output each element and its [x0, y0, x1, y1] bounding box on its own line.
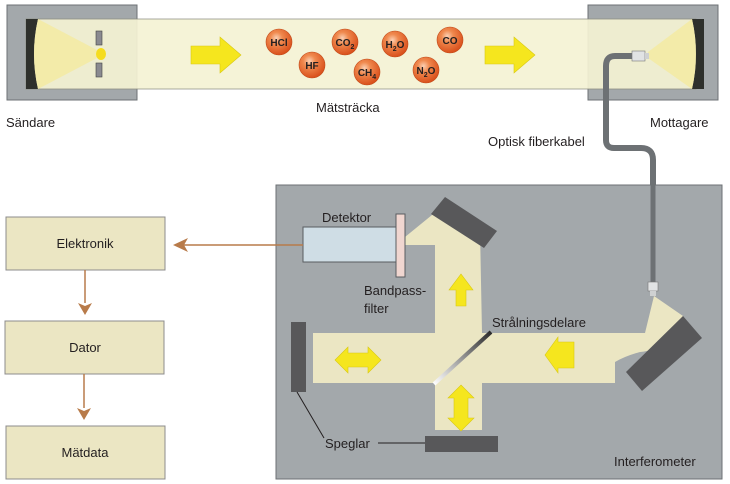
bandpass-label-line2: filter: [364, 301, 389, 316]
box-matdata-label: Mätdata: [62, 445, 110, 460]
gas-molecule: HCl: [265, 28, 293, 56]
fiber-tip-receiver: [645, 53, 649, 59]
detector-label: Detektor: [322, 210, 372, 225]
gas-ball: [353, 58, 381, 86]
sender-label: Sändare: [6, 115, 55, 130]
gas-molecule: CO2: [331, 28, 359, 56]
flow-arrowhead-2: [77, 408, 91, 420]
gas-ball: [331, 28, 359, 56]
beam-direction-arrow-1: [190, 36, 242, 74]
gas-formula: HCl: [270, 38, 287, 49]
fixed-mirror-left: [291, 322, 306, 392]
measurement-beam: [25, 18, 697, 90]
light-source-icon: [96, 48, 106, 60]
gas-ball: [381, 30, 409, 58]
mirrors-label: Speglar: [325, 436, 370, 451]
gas-molecule: HF: [298, 51, 326, 79]
beam-splitter: [432, 330, 493, 386]
gas-formula: N2O: [417, 66, 436, 79]
aperture-bottom: [95, 62, 103, 78]
beam-arrow-bidirectional-horizontal: [334, 346, 382, 374]
gas-formula: H2O: [386, 40, 405, 53]
sender-light-cone: [34, 19, 97, 89]
fiber-cable: [603, 53, 656, 282]
gas-molecule: H2O: [381, 30, 409, 58]
gas-formula: CH4: [358, 68, 376, 81]
gas-molecule: N2O: [412, 56, 440, 84]
gas-molecule: CH4: [353, 58, 381, 86]
input-mirror: [626, 316, 702, 391]
beam-arrow-bidirectional-vertical: [447, 384, 475, 432]
fiber-label: Optisk fiberkabel: [488, 134, 585, 149]
beam-arrow-up: [448, 273, 474, 307]
gas-formula: CO2: [336, 38, 355, 51]
bandpass-filter: [395, 213, 406, 278]
box-dator[interactable]: [4, 320, 165, 375]
aperture-top: [95, 30, 103, 46]
beamsplitter-label: Strålningsdelare: [492, 315, 586, 330]
box-elektronik[interactable]: [5, 216, 166, 271]
box-dator-label: Dator: [69, 340, 101, 355]
receiver-label: Mottagare: [650, 115, 709, 130]
fiber-connector-interferometer: [647, 281, 659, 292]
signal-arrowhead: [173, 238, 188, 252]
gas-ball: [412, 56, 440, 84]
box-elektronik-label: Elektronik: [56, 236, 114, 251]
gas-formula: CO: [443, 36, 458, 47]
gas-ball: [298, 51, 326, 79]
detector: [302, 226, 397, 263]
gas-molecule: CO: [436, 26, 464, 54]
fiber-connector-receiver: [631, 50, 646, 62]
flow-chart: Elektronik Dator Mätdata: [4, 216, 166, 480]
gas-formula: HF: [305, 61, 318, 72]
flow-arrowhead-1: [78, 303, 92, 315]
beam-direction-arrow-2: [484, 36, 536, 74]
upper-mirror: [431, 197, 497, 248]
moving-mirror-bottom: [425, 436, 498, 452]
path-label: Mätsträcka: [316, 100, 380, 115]
gas-ball: [436, 26, 464, 54]
fiber-tip-interferometer: [650, 291, 656, 296]
mirror-leader-line-1: [296, 391, 325, 439]
bandpass-label-line1: Bandpass-: [364, 283, 426, 298]
gas-ball: [265, 28, 293, 56]
interferometer-label: Interferometer: [614, 454, 696, 469]
box-matdata[interactable]: [5, 425, 166, 480]
horizontal-beam: [313, 296, 683, 430]
beam-arrow-left: [544, 336, 575, 374]
receiver-light-cone: [648, 19, 696, 89]
